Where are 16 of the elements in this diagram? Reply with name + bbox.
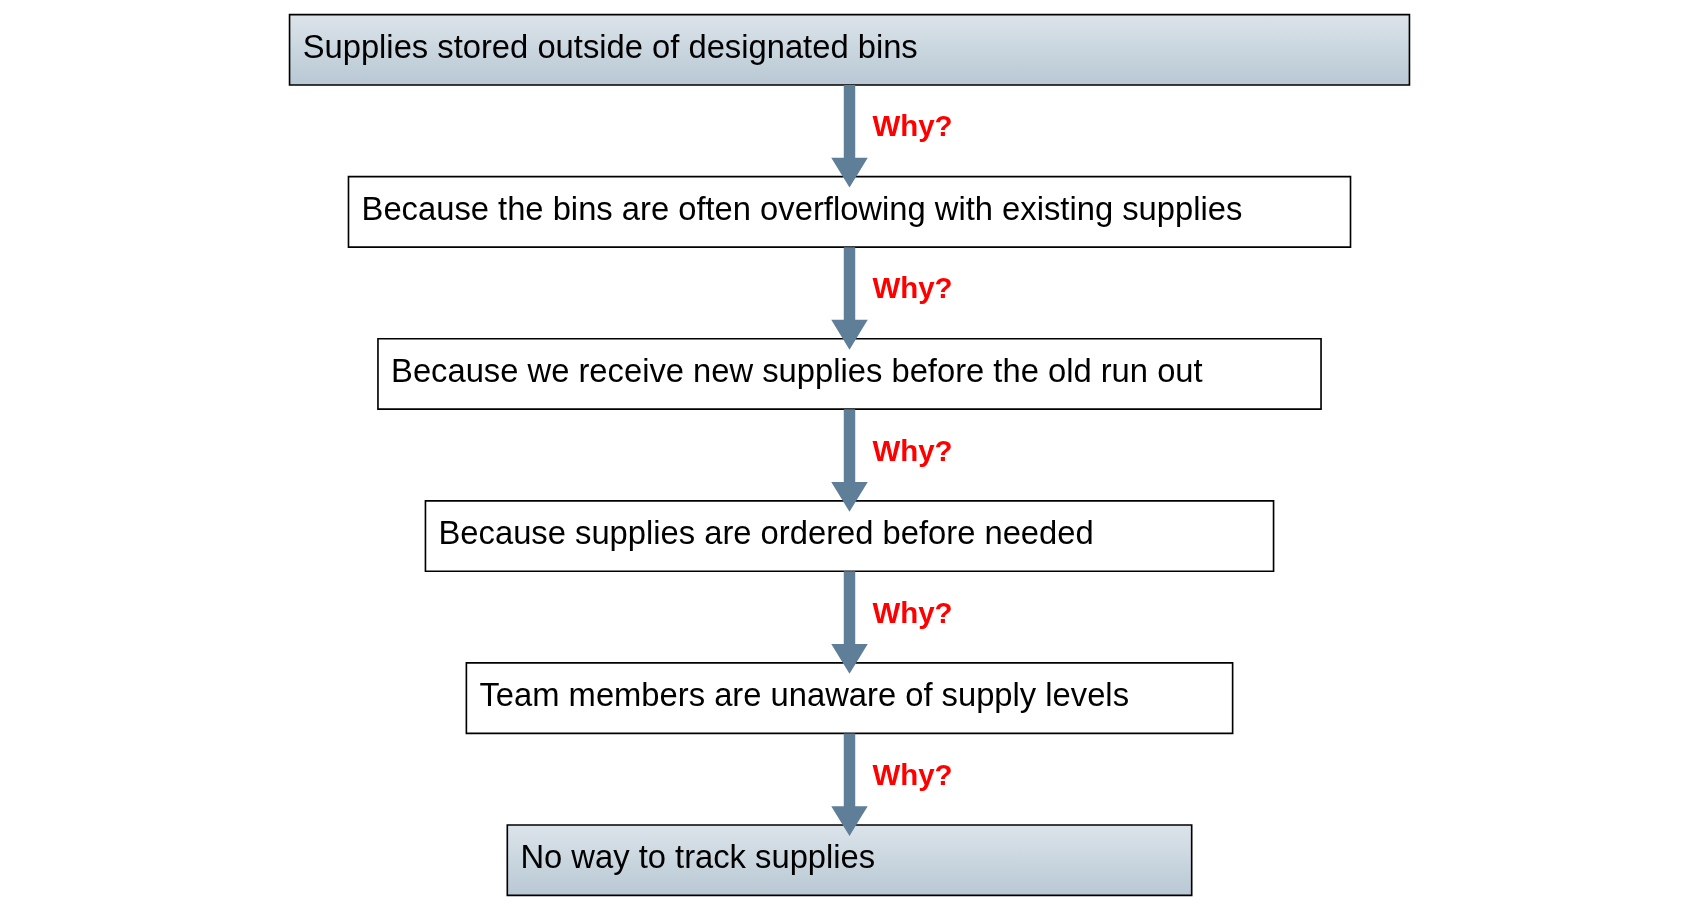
node-box: Supplies stored outside of designated bins <box>288 13 1410 86</box>
edge-label: Why? <box>871 595 953 629</box>
arrow <box>830 85 868 188</box>
arrow <box>830 571 868 674</box>
node-box: Because the bins are often overflowing with existing supplies <box>347 175 1351 248</box>
edge-label: Why? <box>871 271 953 305</box>
node-box: Because supplies are ordered before needed <box>424 500 1274 573</box>
node-box: No way to track supplies <box>506 824 1192 897</box>
edge-label: Why? <box>871 757 953 791</box>
arrow <box>830 247 868 350</box>
node-box: Team members are unaware of supply levels <box>465 662 1233 735</box>
arrow <box>830 409 868 512</box>
arrow <box>830 733 868 836</box>
edge-label: Why? <box>871 109 953 143</box>
edge-label: Why? <box>871 433 953 467</box>
node-box: Because we receive new supplies before the old run out <box>376 337 1322 410</box>
